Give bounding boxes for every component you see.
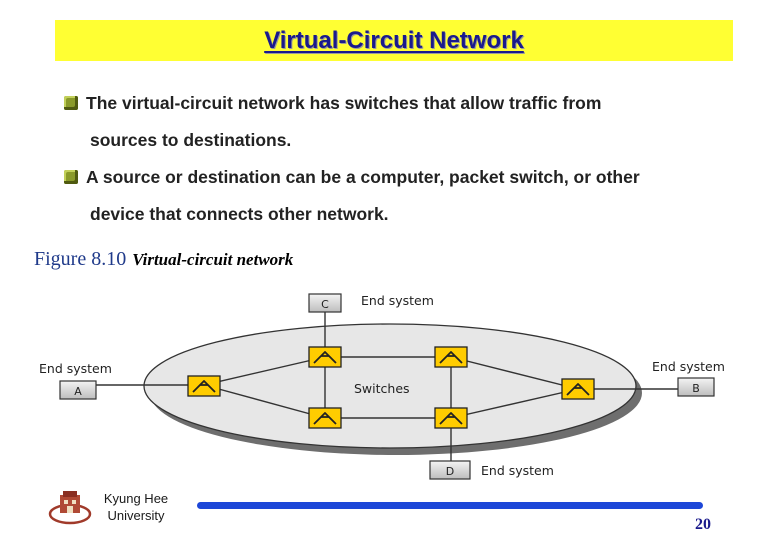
switch-icon — [308, 407, 342, 429]
bullet-2-line-2: device that connects other network. — [90, 204, 389, 224]
figure-caption: Figure 8.10 Virtual-circuit network — [34, 248, 293, 271]
bullet-1: The virtual-circuit network has switches… — [64, 92, 764, 166]
switch-icon — [187, 375, 221, 397]
bullet-box-icon — [64, 170, 78, 184]
bullet-box-icon — [64, 96, 78, 110]
bullet-1-line-1: The virtual-circuit network has switches… — [64, 92, 764, 129]
switch-icon — [561, 378, 595, 400]
node-label-a: A — [74, 385, 82, 398]
switches-label: Switches — [354, 381, 410, 396]
page-title: Virtual-Circuit Network — [264, 26, 524, 54]
link-s5-s6 — [450, 388, 579, 419]
bullet-1-text-1: The virtual-circuit network has switches… — [86, 93, 602, 113]
end-system-d: D — [429, 460, 471, 480]
link-s1-s4 — [203, 384, 326, 419]
switch-icon — [434, 346, 468, 368]
node-label-c: C — [321, 298, 329, 311]
end-system-a: A — [59, 380, 97, 400]
bullet-2: A source or destination can be a compute… — [64, 166, 764, 240]
end-system-a-label: End system — [39, 361, 112, 376]
node-label-b: B — [692, 382, 700, 395]
figure-subtitle: Virtual-circuit network — [132, 250, 294, 269]
node-label-d: D — [446, 465, 454, 478]
footer-divider — [197, 502, 703, 509]
end-system-d-label: End system — [481, 463, 554, 478]
university-line-2: University — [107, 508, 165, 523]
switch-icon — [434, 407, 468, 429]
university-logo — [48, 489, 92, 530]
network-ellipse — [143, 323, 637, 449]
figure-label: Figure 8.10 — [34, 248, 127, 270]
title-bar: Virtual-Circuit Network — [55, 20, 733, 61]
virtual-circuit-diagram: C A B D End system End system End system… — [39, 293, 725, 480]
end-system-b-label: End system — [652, 359, 725, 374]
university-name: Kyung Hee University — [96, 490, 176, 524]
end-system-b: B — [677, 377, 715, 397]
university-line-1: Kyung Hee — [103, 491, 169, 506]
end-system-c-label: End system — [361, 293, 434, 308]
link-s3-s6 — [450, 356, 579, 390]
end-system-c: C — [308, 293, 342, 313]
bullet-1-line-2: sources to destinations. — [90, 130, 292, 150]
bullet-2-line-1: A source or destination can be a compute… — [64, 166, 764, 203]
bullet-2-text-1: A source or destination can be a compute… — [86, 167, 640, 187]
page-number: 20 — [695, 516, 711, 533]
switch-icon — [308, 346, 342, 368]
link-s1-s2 — [203, 356, 326, 386]
